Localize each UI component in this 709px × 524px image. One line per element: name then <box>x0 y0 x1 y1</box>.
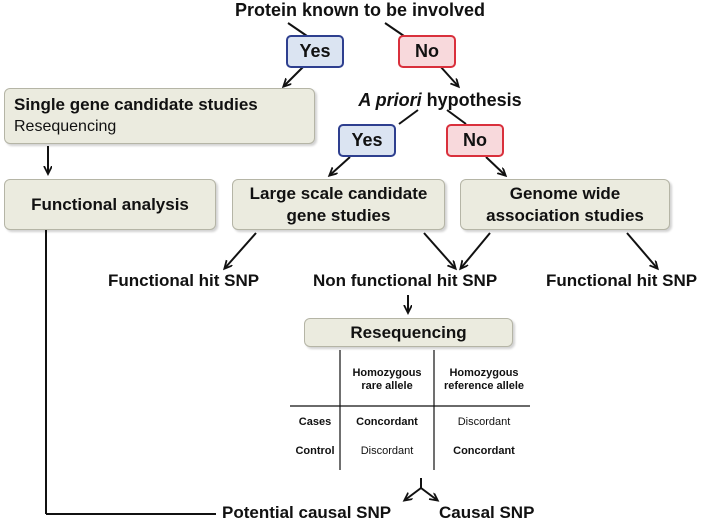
top-question: Protein known to be involved <box>235 0 486 20</box>
gwas-box: Genome wide association studies <box>460 179 670 230</box>
arrow-large-scale-to-nonfunctional <box>423 232 455 268</box>
arrow-hypothesis-to-no <box>446 109 467 125</box>
table-cell-cases-rare: Concordant <box>356 416 418 428</box>
arrow-gwas-to-nonfunctional <box>461 232 491 268</box>
large-scale-line1: Large scale candidate <box>249 183 428 203</box>
table-header-rare-allele: Homozygous rare allele <box>352 367 422 392</box>
arrow-question-to-yes <box>287 22 308 37</box>
gwas-line2: association studies <box>486 205 644 225</box>
single-gene-subtitle: Resequencing <box>14 118 117 135</box>
single-gene-title: Single gene candidate studies <box>14 95 258 114</box>
arrow-split-right <box>420 487 437 500</box>
resequencing-box: Resequencing <box>304 318 513 347</box>
table-row-label-cases: Cases <box>298 416 332 428</box>
functional-hit-snp-right: Functional hit SNP <box>546 271 698 290</box>
functional-hit-snp-left: Functional hit SNP <box>108 271 260 290</box>
arrow-yes-to-single-gene <box>284 66 304 86</box>
causal-snp: Causal SNP <box>439 503 535 522</box>
hypothesis-italic: A priori <box>358 90 422 110</box>
table-cell-control-rare: Discordant <box>360 445 414 457</box>
arrow-no-to-gwas <box>485 156 505 175</box>
non-functional-hit-snp: Non functional hit SNP <box>313 271 498 290</box>
hypothesis-rest: hypothesis <box>421 90 522 110</box>
arrow-split-left <box>405 487 422 500</box>
a-priori-hypothesis: A priori hypothesis <box>340 90 540 111</box>
table-cell-cases-reference: Discordant <box>457 416 511 428</box>
table-header-reference-allele: Homozygous reference allele <box>443 367 525 392</box>
arrow-hypothesis-to-yes <box>398 109 419 125</box>
no-badge-hypothesis: No <box>446 124 504 157</box>
table-cell-control-reference: Concordant <box>453 445 515 457</box>
potential-causal-snp: Potential causal SNP <box>222 503 392 522</box>
arrow-question-to-no <box>384 22 405 37</box>
large-scale-line2: gene studies <box>286 205 391 225</box>
arrow-no-to-hypothesis <box>439 65 458 86</box>
arrow-yes-to-large-scale <box>330 156 351 175</box>
arrow-large-scale-to-functional-hit <box>225 232 257 268</box>
table-row-label-control: Control <box>295 445 335 457</box>
gwas-line1: Genome wide <box>509 183 621 203</box>
yes-badge-protein: Yes <box>286 35 344 68</box>
yes-badge-hypothesis: Yes <box>338 124 396 157</box>
no-badge-protein: No <box>398 35 456 68</box>
large-scale-candidate-box: Large scale candidate gene studies <box>232 179 445 230</box>
functional-analysis-box: Functional analysis <box>4 179 216 230</box>
single-gene-candidate-box: Single gene candidate studies Resequenci… <box>4 88 315 144</box>
arrow-gwas-to-functional-hit <box>626 232 657 268</box>
